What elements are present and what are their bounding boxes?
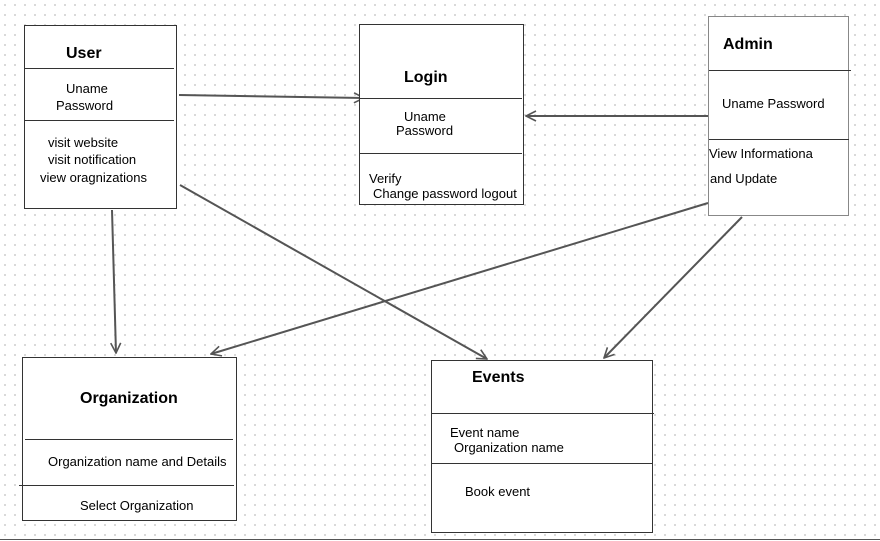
class-organization-divider-1 [25,439,233,440]
arrow-user-to-events [179,184,487,359]
class-admin-method-2: and Update [710,171,778,186]
class-admin-divider-1 [709,70,851,71]
class-login-method-1: Verify [369,171,402,186]
class-login-divider-1 [360,98,522,99]
class-user-title: User [66,45,102,62]
arrow-user-to-login [178,95,364,98]
class-user-method-1: visit website [48,135,119,150]
arrow-admin-to-organization [211,202,709,354]
arrow-admin-to-events [604,216,743,358]
class-organization-title: Organization [80,390,178,407]
class-user-method-2: visit notification [48,152,137,167]
class-login-attr-2: Password [396,123,454,138]
class-user-attr-2: Password [56,98,114,113]
class-user-attr-1: Uname [66,81,108,96]
class-events[interactable]: Events Event name Organization name Book… [431,360,654,533]
class-user-method-3: view oragnizations [40,170,147,185]
class-user-divider-1 [25,68,174,69]
class-login-title: Login [404,69,448,86]
class-events-method-1: Book event [465,484,531,499]
class-organization[interactable]: Organization Organization name and Detai… [19,357,237,521]
class-organization-attr-1: Organization name and Details [48,454,227,469]
class-login[interactable]: Login Uname Password Verify Change passw… [359,24,524,205]
canvas-bottom-border [0,539,880,540]
class-events-attr-2: Organization name [454,440,564,455]
class-organization-divider-2 [19,485,234,486]
class-login-attr-1: Uname [404,109,446,124]
class-admin[interactable]: Admin Uname Password View Informationa a… [708,16,851,216]
class-admin-title: Admin [723,36,773,53]
class-events-divider-2 [432,463,652,464]
class-admin-divider-2 [709,139,849,140]
class-login-method-2: Change password logout [373,186,517,201]
class-login-divider-2 [360,153,522,154]
class-events-attr-1: Event name [450,425,520,440]
class-admin-attr-1: Uname Password [722,96,825,111]
class-organization-method-1: Select Organization [80,498,194,513]
class-admin-method-1: View Informationa [709,146,813,161]
class-events-title: Events [472,369,525,386]
arrow-user-to-organization [112,209,116,353]
class-user-divider-2 [25,120,174,121]
class-events-divider-1 [432,413,654,414]
class-user[interactable]: User Uname Password visit website visit … [24,25,177,209]
